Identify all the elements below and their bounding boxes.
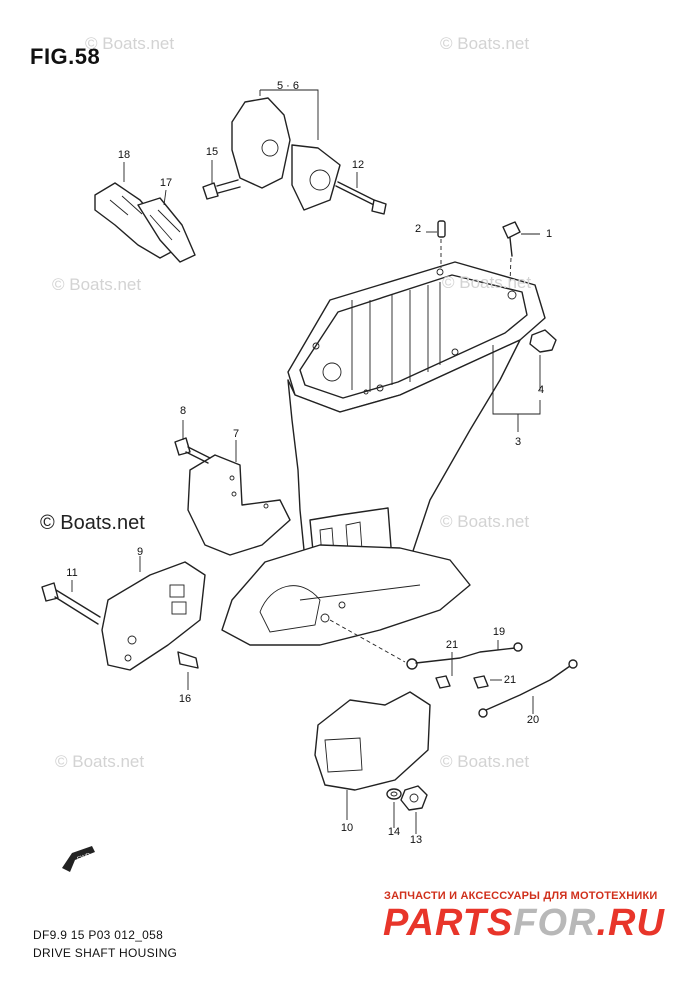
brand-tagline: ЗАПЧАСТИ И АКСЕССУАРЫ ДЛЯ МОТОТЕХНИКИ xyxy=(384,890,658,902)
bracket-part-7 xyxy=(187,454,291,556)
figure-name: DRIVE SHAFT HOUSING xyxy=(33,946,178,960)
callout-15: 15 xyxy=(205,146,219,158)
nut-part-13 xyxy=(400,785,428,811)
watermark: © Boats.net xyxy=(440,752,530,771)
bolt-part-1 xyxy=(502,221,521,283)
grommet-part-17 xyxy=(137,197,196,263)
bolt-part-15 xyxy=(202,179,241,200)
callout-18: 18 xyxy=(117,149,131,161)
lead-wire-part-19 xyxy=(406,642,523,670)
callout-4: 4 xyxy=(537,384,545,396)
svg-text:FWD: FWD xyxy=(77,852,93,863)
brand-logo-left: PARTS xyxy=(383,902,514,944)
grommet-part-18 xyxy=(94,182,176,259)
watermark: © Boats.net xyxy=(440,34,530,53)
callout-3: 3 xyxy=(514,436,522,448)
callout-8: 8 xyxy=(179,405,187,417)
watermark: © Boats.net xyxy=(40,512,145,534)
callout-16: 16 xyxy=(178,693,192,705)
watermark: © Boats.net xyxy=(440,512,530,531)
lead-wire-part-20 xyxy=(478,659,578,718)
callout-10: 10 xyxy=(340,822,354,834)
drive-shaft-housing xyxy=(221,261,546,646)
callout-11: 11 xyxy=(66,567,78,579)
callout-7: 7 xyxy=(232,428,240,440)
bracket-part-9 xyxy=(101,561,206,671)
washer-part-14 xyxy=(386,788,402,800)
bolt-part-8 xyxy=(174,437,211,464)
callout-13: 13 xyxy=(409,834,423,846)
watermark: © Boats.net xyxy=(85,34,175,53)
callout-2: 2 xyxy=(414,223,422,235)
brand-logo: PARTSFOR.RU xyxy=(383,902,665,945)
dowel-part-2 xyxy=(437,220,446,268)
leader-lines xyxy=(71,89,541,834)
bolt-part-11 xyxy=(41,582,101,625)
callout-9: 9 xyxy=(136,546,144,558)
watermark: © Boats.net xyxy=(442,273,532,292)
callout-1: 1 xyxy=(545,228,553,240)
watermark: © Boats.net xyxy=(55,752,145,771)
callout-19: 19 xyxy=(492,626,506,638)
watermark: © Boats.net xyxy=(52,275,142,294)
callout-12: 12 xyxy=(351,159,365,171)
callout-5-6: 5 · 6 xyxy=(276,80,300,92)
pin-part-16 xyxy=(177,651,199,669)
figure-title: FIG.58 xyxy=(30,44,101,69)
callout-21: 21 xyxy=(503,674,517,686)
bracket-part-5-6 xyxy=(231,97,341,211)
callout-21: 21 xyxy=(445,639,459,651)
screw-part-21 xyxy=(435,675,489,689)
callout-20: 20 xyxy=(526,714,540,726)
grommet-part-4 xyxy=(529,329,557,353)
cover-part-10 xyxy=(314,691,431,791)
brand-logo-right: .RU xyxy=(596,902,665,944)
callout-14: 14 xyxy=(387,826,401,838)
callout-17: 17 xyxy=(159,177,173,189)
figure-code: DF9.9 15 P03 012_058 xyxy=(33,928,164,942)
bolt-part-12 xyxy=(335,181,387,215)
brand-logo-mid: FOR xyxy=(513,902,597,944)
fwd-arrow-icon: FWD xyxy=(62,846,95,872)
